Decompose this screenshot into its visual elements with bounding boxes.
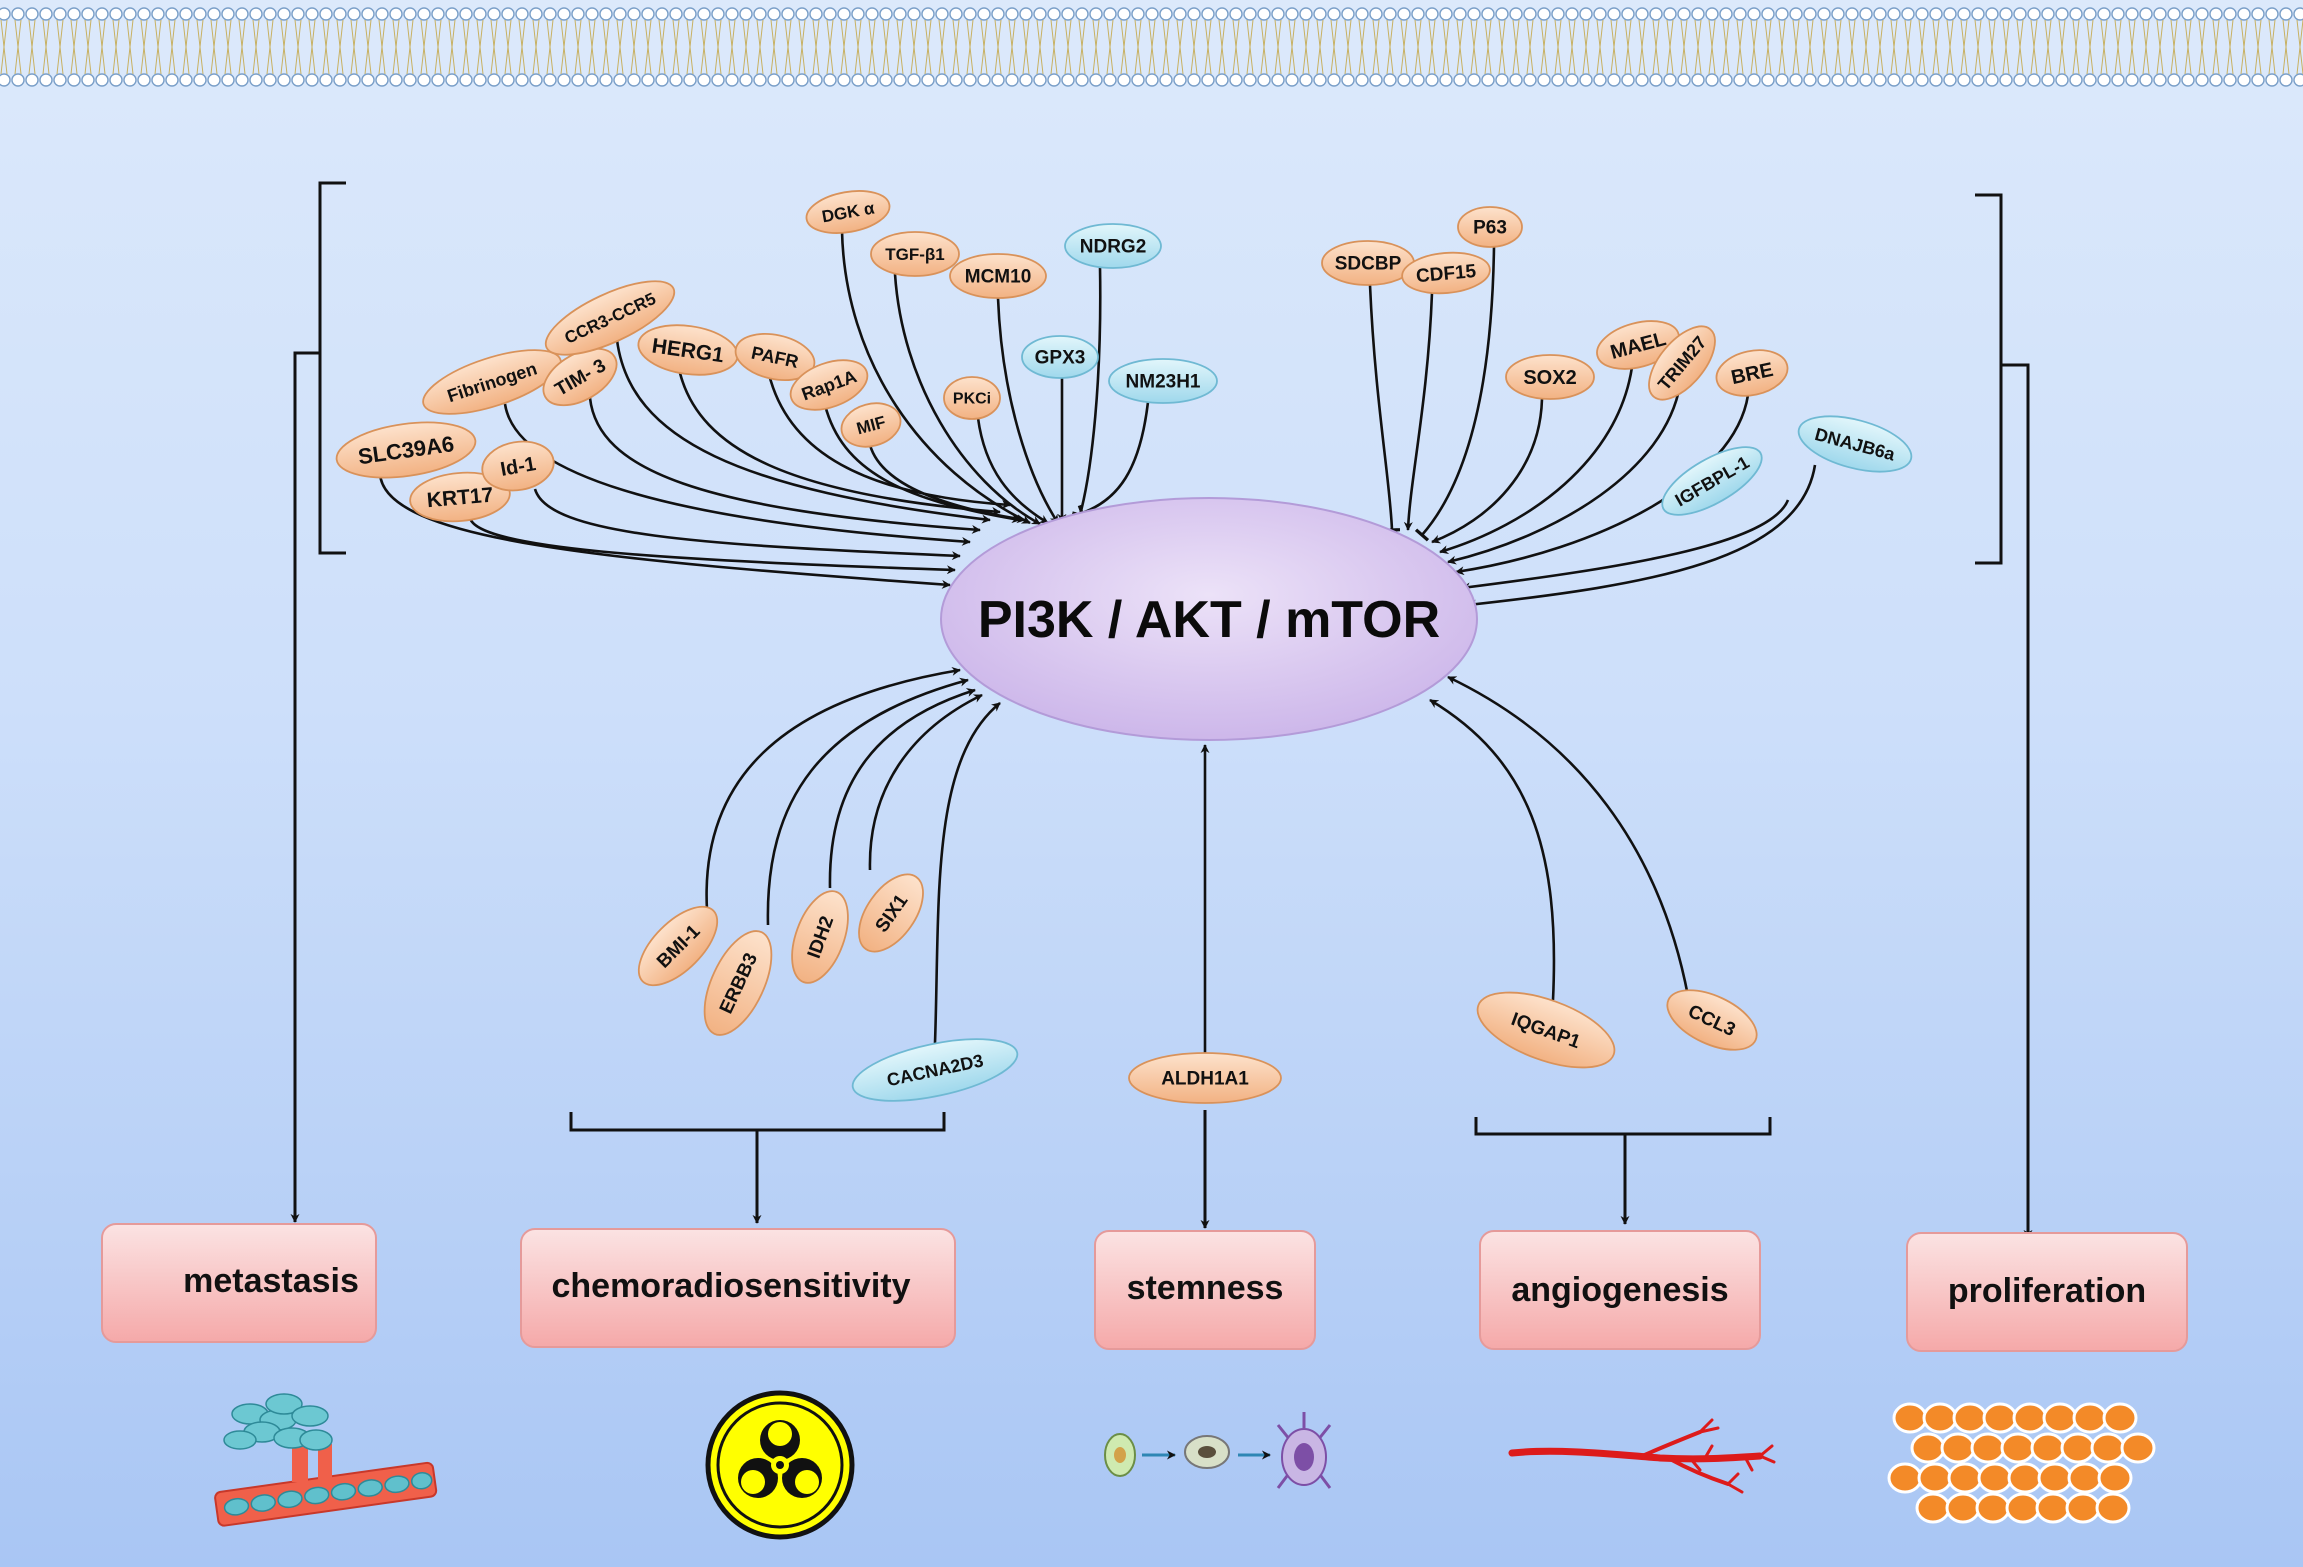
connectors — [378, 230, 1817, 1053]
outcome-stemness: stemness — [1094, 1230, 1316, 1350]
node-dnajb6a: DNAJB6a — [1797, 415, 1913, 473]
outcome-metastasis: metastasis — [101, 1223, 377, 1343]
node-ndrg2-label: NDRG2 — [1080, 237, 1147, 258]
node-mcm10-label: MCM10 — [965, 267, 1032, 288]
node-iqgap1: IQGAP1 — [1476, 991, 1616, 1069]
node-cdf15: CDF15 — [1401, 251, 1491, 295]
proliferation-label: proliferation — [1948, 1272, 2146, 1310]
node-ndrg2: NDRG2 — [1064, 223, 1162, 269]
activation-arrow-0 — [378, 473, 951, 589]
node-mcm10: MCM10 — [949, 253, 1047, 299]
node-slc39a6: SLC39A6 — [335, 421, 477, 479]
node-ccl3: CCL3 — [1666, 989, 1758, 1051]
node-gpx3-label: GPX3 — [1035, 348, 1086, 369]
activation-arrow-13 — [996, 297, 1060, 524]
node-sdcbp: SDCBP — [1321, 240, 1415, 286]
node-sdcbp-label: SDCBP — [1335, 254, 1402, 275]
activation-arrow-9 — [868, 444, 1026, 524]
stemness-label: stemness — [1127, 1269, 1284, 1307]
activation-arrow-33 — [1447, 675, 1690, 997]
hub-label: PI3K / AKT / mTOR — [978, 591, 1440, 649]
left-bracket — [290, 181, 346, 1223]
node-pkci: PKCi — [943, 376, 1001, 420]
node-erbb3: ERBB3 — [703, 930, 773, 1036]
right-bracket — [1975, 193, 2033, 1239]
cell-cluster-icon — [1887, 1402, 2156, 1524]
activation-arrow-2 — [533, 488, 961, 561]
angio-bracket — [1474, 1117, 1772, 1225]
node-p63: P63 — [1457, 206, 1523, 248]
activation-arrow-3 — [503, 403, 971, 546]
activation-arrow-22 — [1447, 384, 1682, 565]
node-igfbpl1: IGFBPL-1 — [1661, 446, 1763, 516]
node-tgfb1: TGF-β1 — [870, 231, 960, 277]
activation-arrow-18 — [1403, 292, 1434, 531]
activation-arrow-27 — [766, 677, 969, 926]
node-bre: BRE — [1715, 349, 1789, 397]
biohazard-icon — [705, 1390, 855, 1540]
activation-arrow-11 — [893, 273, 1041, 526]
activation-arrow-24 — [1461, 499, 1790, 592]
outcome-proliferation: proliferation — [1906, 1232, 2188, 1352]
activation-arrow-12 — [976, 417, 1049, 525]
activation-arrow-32 — [1429, 698, 1556, 1001]
activation-arrow-26 — [705, 666, 961, 911]
node-nm23h1-label: NM23H1 — [1126, 372, 1201, 393]
activation-arrow-6 — [678, 372, 1001, 516]
node-aldh1a1-label: ALDH1A1 — [1161, 1069, 1249, 1090]
activation-arrow-25 — [1467, 464, 1817, 609]
node-tim3: TIM- 3 — [542, 347, 618, 407]
node-aldh1a1: ALDH1A1 — [1128, 1052, 1282, 1104]
node-dgka: DGK α — [805, 190, 891, 234]
chemoradiosensitivity-label: chemoradiosensitivity — [551, 1267, 910, 1305]
activation-arrow-21 — [1439, 366, 1634, 554]
activation-arrow-5 — [615, 339, 991, 524]
inhibition-line-15 — [1071, 266, 1102, 519]
activation-arrow-7 — [768, 377, 1011, 509]
vessel-invasion-icon — [214, 1393, 438, 1527]
node-nm23h1: NM23H1 — [1108, 358, 1218, 404]
node-mif: MIF — [840, 402, 902, 448]
cell-differentiation-icon — [1104, 1412, 1332, 1489]
inhibition-line-16 — [1077, 401, 1150, 522]
angiogenesis-label: angiogenesis — [1511, 1271, 1728, 1309]
node-gpx3: GPX3 — [1021, 335, 1099, 379]
node-cacna2d3: CACNA2D3 — [851, 1038, 1019, 1102]
node-rap1a: Rap1A — [789, 359, 869, 411]
node-six1: SIX1 — [858, 873, 924, 953]
node-id1: Id-1 — [481, 440, 555, 492]
activation-arrow-4 — [588, 397, 981, 534]
cell-membrane — [0, 7, 2303, 87]
node-sox2: SOX2 — [1505, 354, 1595, 400]
activation-arrow-10 — [840, 230, 1031, 525]
activation-arrow-30 — [933, 701, 1001, 1044]
node-krt17: KRT17 — [409, 471, 511, 523]
node-herg1: HERG1 — [637, 324, 739, 376]
node-pkci-label: PKCi — [953, 391, 991, 408]
outcome-angiogenesis: angiogenesis — [1479, 1230, 1761, 1350]
node-idh2: IDH2 — [791, 890, 849, 984]
chemo-bracket — [569, 1112, 946, 1224]
blood-vessel-icon — [1508, 1418, 1776, 1494]
activation-arrow-29 — [868, 693, 983, 871]
node-sox2-label: SOX2 — [1523, 367, 1576, 389]
inhibition-line-17 — [1368, 284, 1401, 532]
outcome-chemoradiosensitivity: chemoradiosensitivity — [520, 1228, 956, 1348]
metastasis-label: metastasis — [183, 1262, 359, 1300]
pi3k-akt-mtor-hub: PI3K / AKT / mTOR — [940, 497, 1478, 741]
node-tgfb1-label: TGF-β1 — [885, 245, 944, 264]
activation-arrow-20 — [1431, 398, 1544, 544]
activation-arrow-28 — [828, 688, 976, 889]
node-p63-label: P63 — [1473, 218, 1507, 239]
activation-arrow-23 — [1455, 394, 1750, 576]
inhibition-line-19 — [1414, 246, 1496, 542]
node-pafr: PAFR — [734, 333, 816, 381]
activation-arrow-1 — [468, 517, 956, 575]
